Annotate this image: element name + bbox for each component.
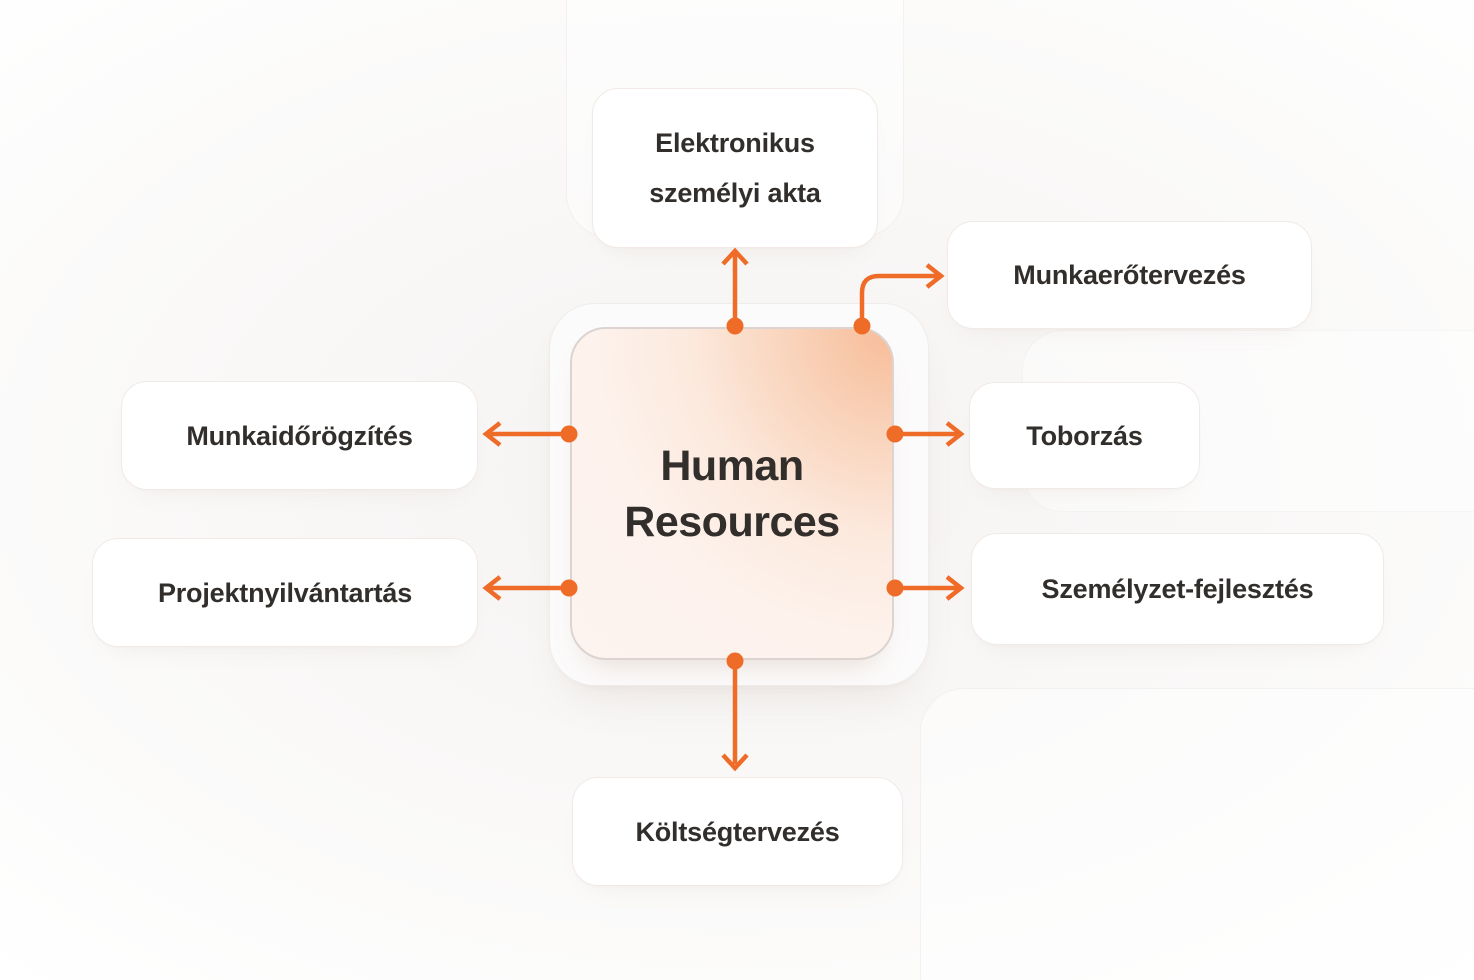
node-munkaerotervezes: Munkaerőtervezés	[947, 221, 1312, 329]
node-koltsegtervezes: Költségtervezés	[572, 777, 903, 886]
node-label: Elektronikus személyi akta	[649, 128, 821, 208]
node-toborzas: Toborzás	[969, 382, 1200, 489]
node-projektnyilvantartas: Projektnyilvántartás	[92, 538, 478, 647]
center-node-label: Human Resources	[624, 441, 840, 546]
node-label: Munkaidőrögzítés	[186, 420, 413, 451]
node-label: Toborzás	[1026, 420, 1143, 451]
node-label: Projektnyilvántartás	[157, 577, 413, 608]
background-shape	[920, 688, 1474, 980]
node-elektronikus-szemelyi-akta: Elektronikus személyi akta	[592, 88, 878, 248]
center-node-human-resources: Human Resources	[570, 327, 894, 660]
node-munkaidorogzites: Munkaidőrögzítés	[121, 381, 478, 490]
node-label: Személyzet-fejlesztés	[1041, 574, 1314, 604]
node-label: Munkaerőtervezés	[1013, 260, 1246, 290]
node-szemelyzet-fejlesztes: Személyzet-fejlesztés	[971, 533, 1384, 645]
node-label: Költségtervezés	[635, 816, 840, 847]
